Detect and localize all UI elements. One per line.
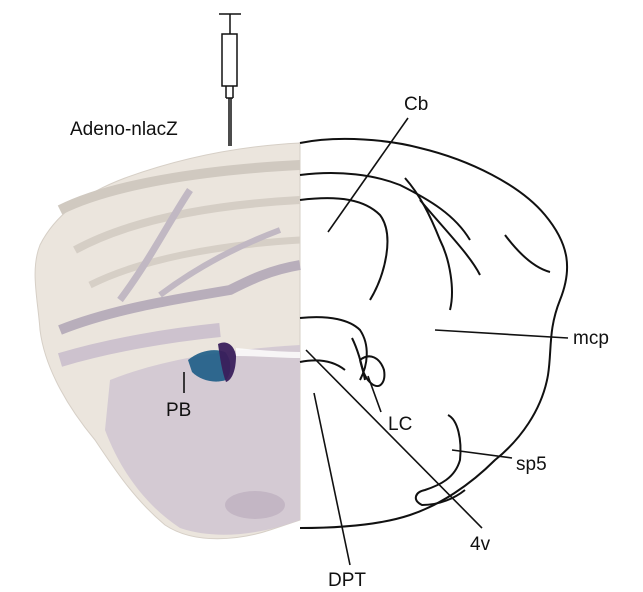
pb-label: PB xyxy=(166,400,191,421)
lc-label: LC xyxy=(388,414,412,435)
cb-label: Cb xyxy=(404,94,428,115)
sp5-label: sp5 xyxy=(516,454,547,475)
dpt-label: DPT xyxy=(328,570,366,591)
histology-section xyxy=(35,143,300,539)
4v-label: 4v xyxy=(470,534,491,555)
injection-label: Adeno-nlacZ xyxy=(70,119,178,140)
syringe-icon xyxy=(219,14,241,146)
mcp-label: mcp xyxy=(573,328,609,349)
